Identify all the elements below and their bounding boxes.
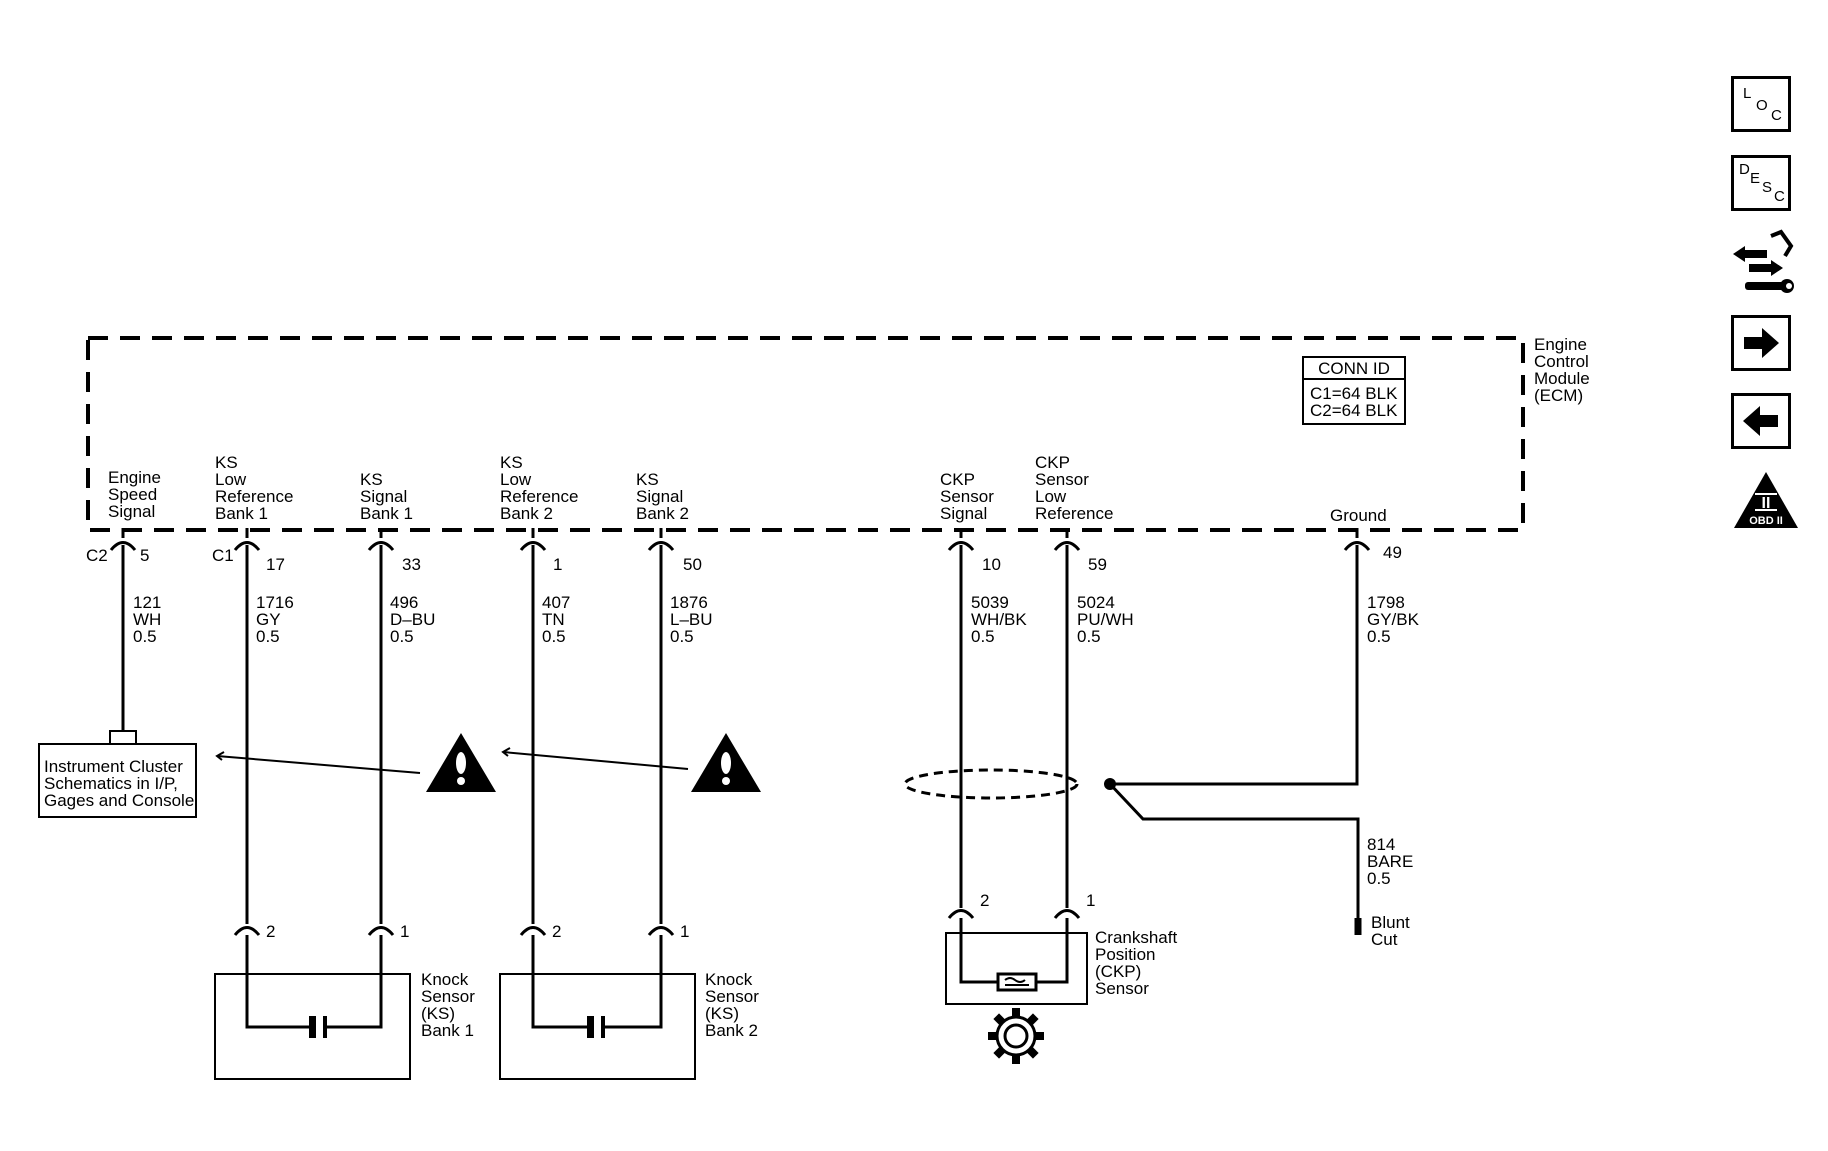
arrow-left-icon [1743, 406, 1778, 436]
warning-pointers [215, 747, 689, 774]
arrow-right-icon [1744, 328, 1779, 358]
warning-icon[interactable] [691, 733, 761, 792]
ecm-box [86, 336, 1525, 532]
ks2-pin: 2 [552, 922, 561, 941]
ckp-shield [903, 768, 1079, 800]
gear-icon [988, 1008, 1044, 1064]
connector-wrench-icon [1733, 229, 1794, 293]
connector-c2: C2 [86, 546, 108, 565]
pin-number: 17 [266, 555, 285, 574]
pin-number: 50 [683, 555, 702, 574]
previous-button[interactable] [1731, 393, 1791, 449]
desc-icon: C [1774, 188, 1785, 205]
conn-id-table: CONN ID C1=64 BLK C2=64 BLK [1302, 356, 1406, 425]
pin-number: 49 [1383, 543, 1402, 562]
loc-button[interactable]: L O C [1731, 76, 1791, 132]
ks1-pin: 1 [400, 922, 409, 941]
loc-icon: L [1743, 85, 1752, 102]
shield-splice [1104, 778, 1116, 790]
pin-number: 10 [982, 555, 1001, 574]
pin-number: 5 [140, 546, 149, 565]
ckp-pin: 1 [1086, 891, 1095, 910]
ks2-pin: 1 [680, 922, 689, 941]
connector-wrench-button[interactable] [1731, 228, 1797, 298]
ckp-pin: 2 [980, 891, 989, 910]
knock-sensor-bank1 [214, 926, 411, 1080]
pin-label-ground: Ground [1330, 506, 1387, 525]
svg-text:II: II [1762, 495, 1771, 512]
desc-icon: E [1750, 170, 1761, 187]
svg-text:C2=64 BLK: C2=64 BLK [1310, 401, 1398, 420]
knock-sensor-bank2 [499, 926, 696, 1080]
obd-ii-button[interactable]: II OBD II [1733, 470, 1799, 530]
pin-number: 59 [1088, 555, 1107, 574]
ks1-pin: 2 [266, 922, 275, 941]
connector-c1: C1 [212, 546, 234, 565]
desc-icon: D [1739, 161, 1750, 178]
ecm-terminals [109, 528, 1371, 551]
next-button[interactable] [1731, 315, 1791, 371]
wires [121, 545, 1362, 935]
pin-number: 1 [553, 555, 562, 574]
pin-number: 33 [402, 555, 421, 574]
warning-icon[interactable] [426, 733, 496, 792]
svg-text:CONN ID: CONN ID [1318, 359, 1390, 378]
desc-button[interactable]: D E S C [1731, 155, 1791, 211]
ecm-name: Engine Control Module (ECM) [1534, 335, 1595, 405]
loc-icon: C [1771, 107, 1782, 124]
loc-icon: O [1756, 97, 1768, 114]
ckp-sensor [945, 909, 1088, 1005]
svg-text:OBD II: OBD II [1749, 515, 1783, 527]
desc-icon: S [1762, 179, 1773, 196]
obd-ii-icon: II OBD II [1734, 472, 1798, 528]
svg-text:C1=64 BLK: C1=64 BLK [1310, 384, 1398, 403]
